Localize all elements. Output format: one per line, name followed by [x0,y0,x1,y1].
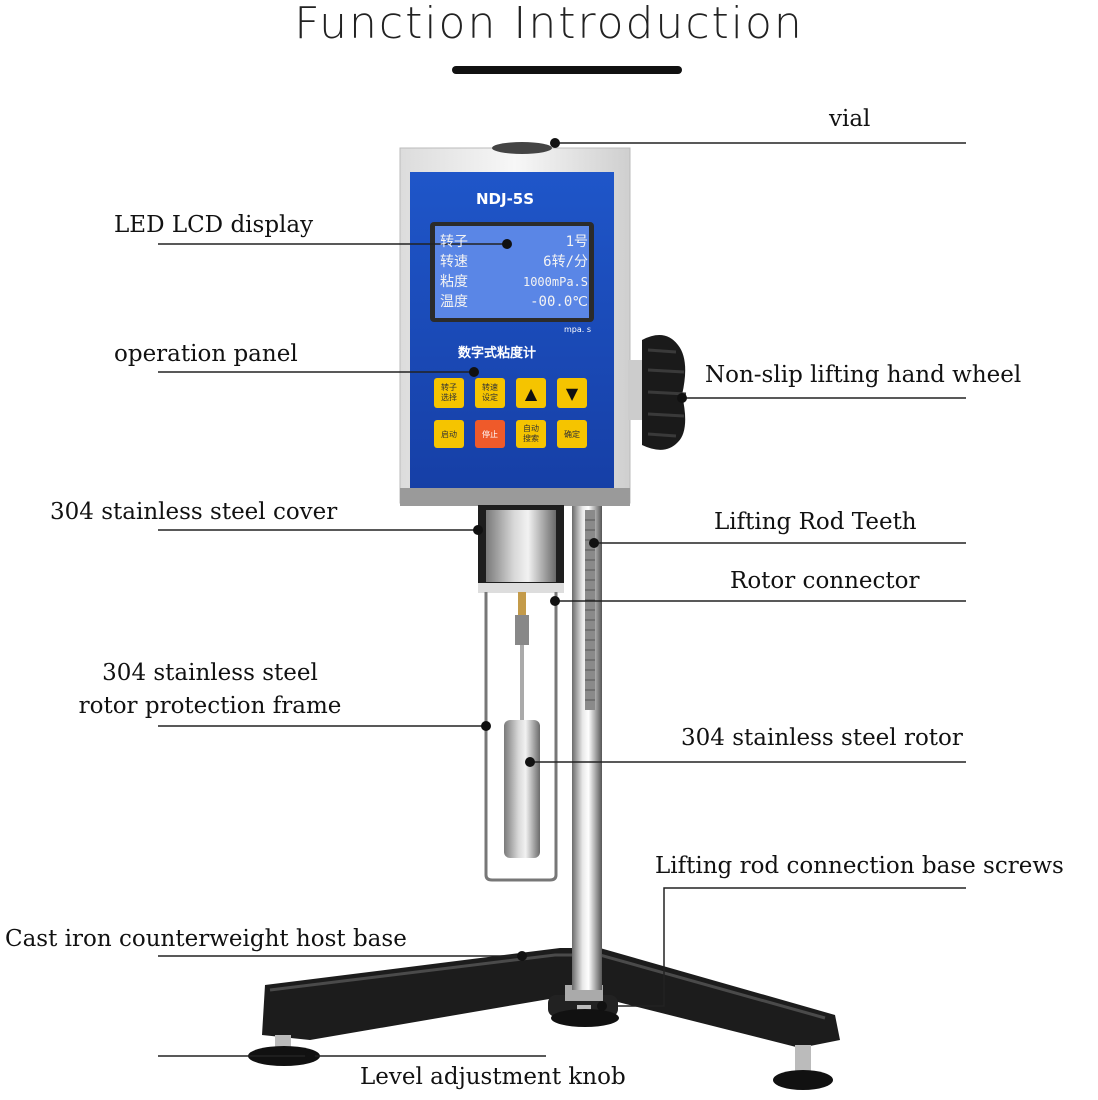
panel-button-up[interactable]: ▲ [516,378,546,408]
lcd-row: 温度-00.0℃ [440,294,588,310]
label-operation-panel: operation panel [114,341,298,367]
panel-button-auto-search[interactable]: 自动 搜索 [516,420,546,448]
cover-plate [400,488,630,506]
hand-wheel [628,335,687,450]
label-base-screws: Lifting rod connection base screws [655,853,1064,879]
panel-button-down[interactable]: ▼ [557,378,587,408]
steel-cover [478,505,564,593]
rotor-assembly [504,592,540,858]
label-lifting-rod-teeth: Lifting Rod Teeth [714,509,917,535]
label-protection-frame: 304 stainless steel rotor protection fra… [78,660,342,719]
label-rotor-connector: Rotor connector [730,568,920,594]
label-hand-wheel: Non-slip lifting hand wheel [705,362,1022,388]
protection-frame [484,592,558,882]
model-name: NDJ-5S [476,190,535,208]
panel-button-stop[interactable]: 停止 [475,420,505,448]
label-host-base: Cast iron counterweight host base [5,926,407,952]
panel-caption: 数字式粘度计 [458,346,537,361]
panel-button-confirm[interactable]: 确定 [557,420,587,448]
cast-iron-base [262,948,840,1048]
lcd-display [430,222,594,322]
label-steel-cover: 304 stainless steel cover [50,499,338,525]
title-underline [452,66,682,74]
label-steel-rotor: 304 stainless steel rotor [681,725,963,751]
leader-dots [305,138,687,1061]
leader-lines [158,142,966,1057]
label-led-lcd-display: LED LCD display [114,212,314,238]
unit-label: mpa. s [564,325,592,334]
panel-button-speed-set[interactable]: 转速 设定 [475,378,505,408]
panel-button-start[interactable]: 启动 [434,420,464,448]
vial-cap [492,142,552,154]
level-adjustment-knobs [248,1005,833,1090]
lifting-rod [572,500,602,990]
label-level-knob: Level adjustment knob [360,1064,626,1090]
page-title: Function Introduction [294,0,804,49]
label-vial: vial [829,106,871,132]
panel-button-rotor-select[interactable]: 转子 选择 [434,378,464,408]
